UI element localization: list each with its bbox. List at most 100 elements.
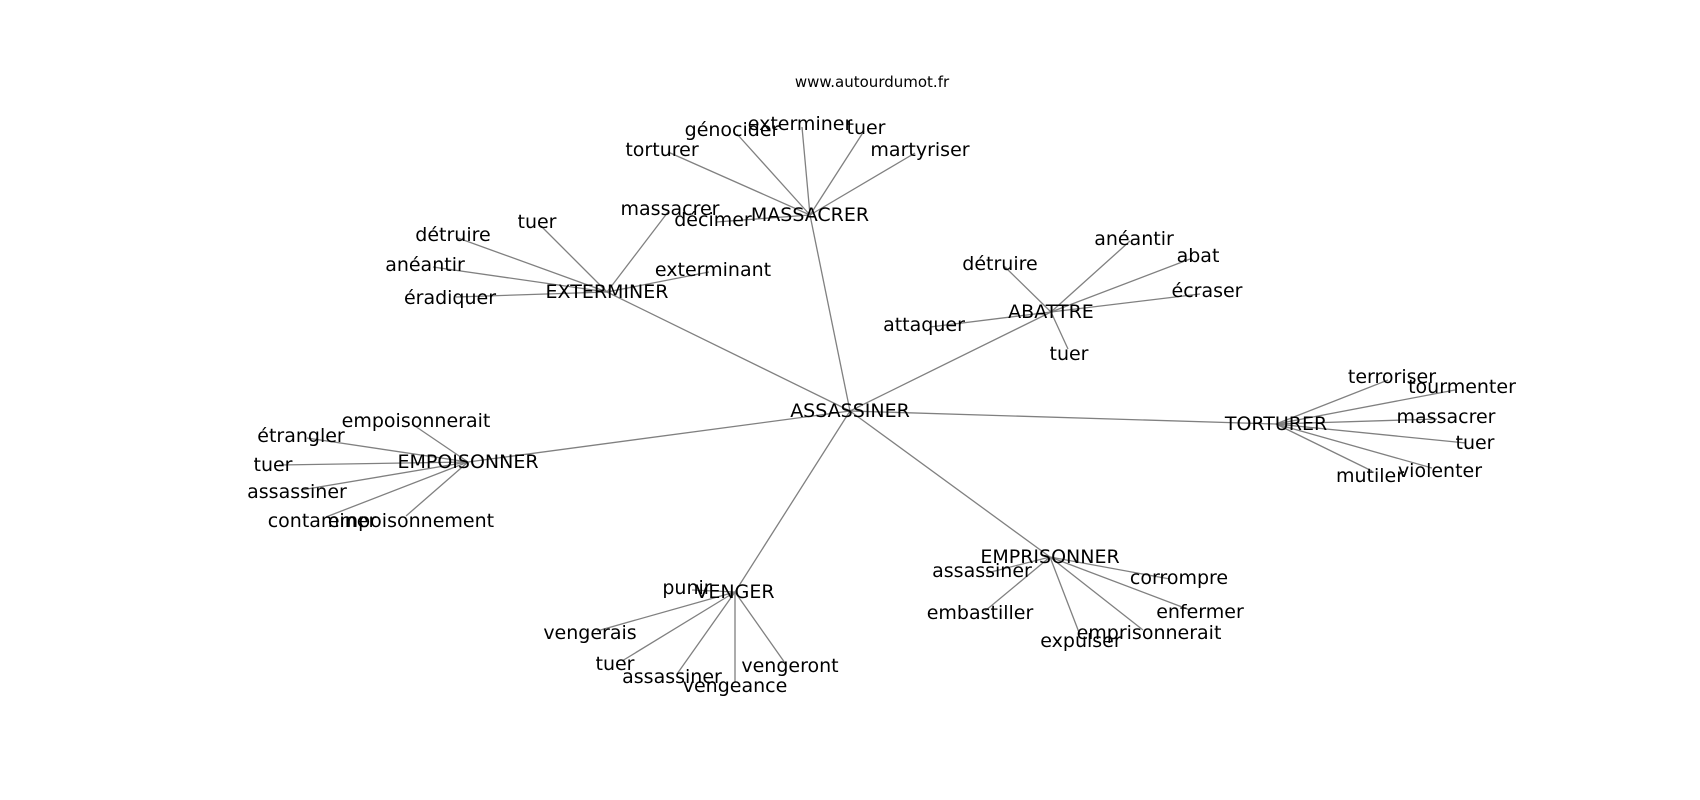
watermark-text: www.autourdumot.fr	[795, 73, 950, 91]
word-node-exterminer-aneantir[interactable]: anéantir	[385, 254, 465, 276]
word-node-massacrer-tuer[interactable]: tuer	[847, 117, 886, 139]
edge-empoisonner-empoisonnement	[405, 461, 469, 517]
word-node-abattre-attaquer[interactable]: attaquer	[883, 314, 965, 336]
edge-center-torturer	[849, 410, 1277, 425]
edge-massacrer-martyriser	[809, 152, 916, 216]
edge-massacrer-decimer	[715, 214, 811, 223]
edge-venger-assassiner	[676, 591, 736, 675]
edge-empoisonner-tuer	[278, 461, 469, 466]
edge-center-empoisonner	[467, 410, 851, 463]
graph-edges	[278, 126, 1467, 682]
edge-torturer-violenter	[1275, 423, 1433, 469]
word-node-torturer-terroriser[interactable]: terroriser	[1348, 366, 1436, 388]
edge-venger-vengerais	[596, 591, 736, 632]
word-node-abattre-detruire[interactable]: détruire	[962, 253, 1037, 275]
edge-center-emprisonner	[849, 410, 1051, 558]
edge-venger-tuer	[621, 591, 736, 662]
edge-emprisonner-emprisonnerait	[1049, 556, 1144, 631]
word-node-abattre-ecraser[interactable]: écraser	[1172, 280, 1243, 302]
word-node-massacrer-martyriser[interactable]: martyriser	[870, 139, 969, 161]
hub-node-abattre[interactable]: ABATTRE	[1008, 301, 1094, 323]
edge-exterminer-tuer	[540, 225, 608, 293]
word-node-massacrer-decimer[interactable]: décimer	[674, 209, 752, 231]
edge-center-abattre	[849, 311, 1052, 412]
graph-labels: ASSASSINERMASSACRERtorturergénociderexte…	[247, 113, 1516, 697]
edge-center-exterminer	[606, 291, 851, 412]
word-node-exterminer-tuer[interactable]: tuer	[518, 211, 557, 233]
word-node-emprisonner-corrompre[interactable]: corrompre	[1130, 567, 1228, 589]
word-node-torturer-massacrer[interactable]: massacrer	[1397, 406, 1496, 428]
edge-empoisonner-assassiner	[300, 461, 469, 491]
edge-exterminer-eradiquer	[455, 291, 608, 298]
word-node-emprisonner-assassiner[interactable]: assassiner	[932, 560, 1032, 582]
hub-node-venger[interactable]: VENGER	[695, 581, 774, 603]
word-node-venger-vengeance[interactable]: vengeance	[683, 675, 788, 697]
hub-node-massacrer[interactable]: MASSACRER	[751, 204, 869, 226]
hub-node-exterminer[interactable]: EXTERMINER	[546, 281, 669, 303]
word-node-exterminer-eradiquer[interactable]: éradiquer	[404, 287, 496, 309]
word-node-empoisonner-empoisonnement[interactable]: empoisonnement	[328, 510, 494, 532]
word-node-exterminer-massacrer[interactable]: massacrer	[621, 198, 720, 220]
word-node-emprisonner-emprisonnerait[interactable]: emprisonnerait	[1077, 622, 1222, 644]
edge-massacrer-genocider	[736, 133, 811, 216]
edge-abattre-abat	[1050, 258, 1191, 313]
word-node-venger-punir[interactable]: punir	[662, 577, 711, 599]
word-node-empoisonner-contaminer[interactable]: contaminer	[268, 510, 377, 532]
hub-node-torturer[interactable]: TORTURER	[1224, 413, 1327, 435]
edge-emprisonner-corrompre	[1049, 556, 1171, 580]
edge-emprisonner-expulser	[1049, 556, 1081, 636]
word-node-massacrer-genocider[interactable]: génocider	[685, 119, 780, 141]
word-node-abattre-tuer[interactable]: tuer	[1050, 343, 1089, 365]
word-node-massacrer-torturer[interactable]: torturer	[625, 139, 698, 161]
edge-torturer-massacrer	[1275, 418, 1438, 425]
word-node-empoisonner-tuer[interactable]: tuer	[254, 454, 293, 476]
edge-massacrer-torturer	[667, 151, 811, 216]
edge-emprisonner-assassiner	[986, 556, 1051, 574]
edge-massacrer-tuer	[809, 130, 865, 216]
word-node-venger-tuer[interactable]: tuer	[596, 653, 635, 675]
word-node-torturer-mutiler[interactable]: mutiler	[1336, 465, 1404, 487]
word-node-torturer-tourmenter[interactable]: tourmenter	[1408, 376, 1516, 398]
edge-torturer-terroriser	[1275, 379, 1389, 425]
edge-abattre-attaquer	[929, 311, 1052, 328]
edge-abattre-ecraser	[1050, 293, 1201, 313]
edge-venger-punir	[691, 589, 736, 593]
edge-emprisonner-embastiller	[984, 556, 1051, 612]
word-node-empoisonner-etrangler[interactable]: étrangler	[257, 425, 345, 447]
word-node-abattre-abat[interactable]: abat	[1177, 245, 1220, 267]
edge-torturer-tourmenter	[1275, 389, 1456, 425]
edge-center-venger	[734, 410, 851, 593]
edge-exterminer-massacrer	[606, 211, 669, 293]
edge-emprisonner-enfermer	[1049, 556, 1191, 611]
word-node-massacrer-exterminer[interactable]: exterminer	[748, 113, 853, 135]
word-node-venger-vengerais[interactable]: vengerais	[543, 622, 636, 644]
word-node-venger-vengeront[interactable]: vengeront	[741, 655, 838, 677]
edge-torturer-mutiler	[1275, 423, 1373, 472]
word-node-exterminer-exterminant[interactable]: exterminant	[655, 259, 771, 281]
edge-abattre-aneantir	[1050, 240, 1131, 313]
edge-center-massacrer	[809, 214, 851, 412]
word-node-exterminer-detruire[interactable]: détruire	[415, 224, 490, 246]
edge-venger-vengeront	[734, 591, 786, 664]
edge-empoisonner-empoisonnerait	[411, 423, 469, 463]
edge-abattre-tuer	[1050, 311, 1069, 350]
hub-node-emprisonner[interactable]: EMPRISONNER	[980, 546, 1119, 568]
word-node-torturer-tuer[interactable]: tuer	[1456, 432, 1495, 454]
edge-empoisonner-contaminer	[325, 461, 469, 518]
edge-exterminer-aneantir	[432, 266, 608, 293]
edge-empoisonner-etrangler	[306, 437, 469, 463]
word-node-emprisonner-enfermer[interactable]: enfermer	[1156, 601, 1244, 623]
edge-torturer-tuer	[1275, 423, 1467, 444]
word-node-emprisonner-expulser[interactable]: expulser	[1040, 630, 1122, 652]
word-node-empoisonner-empoisonnerait[interactable]: empoisonnerait	[342, 410, 491, 432]
word-node-torturer-violenter[interactable]: violenter	[1398, 460, 1482, 482]
edge-exterminer-exterminant	[606, 271, 710, 293]
hub-node-empoisonner[interactable]: EMPOISONNER	[397, 451, 538, 473]
word-node-emprisonner-embastiller[interactable]: embastiller	[927, 602, 1034, 624]
word-node-abattre-aneantir[interactable]: anéantir	[1094, 228, 1174, 250]
center-node-label[interactable]: ASSASSINER	[790, 400, 910, 422]
word-node-venger-assassiner[interactable]: assassiner	[622, 666, 722, 688]
word-node-empoisonner-assassiner[interactable]: assassiner	[247, 481, 347, 503]
edge-exterminer-detruire	[457, 237, 608, 293]
